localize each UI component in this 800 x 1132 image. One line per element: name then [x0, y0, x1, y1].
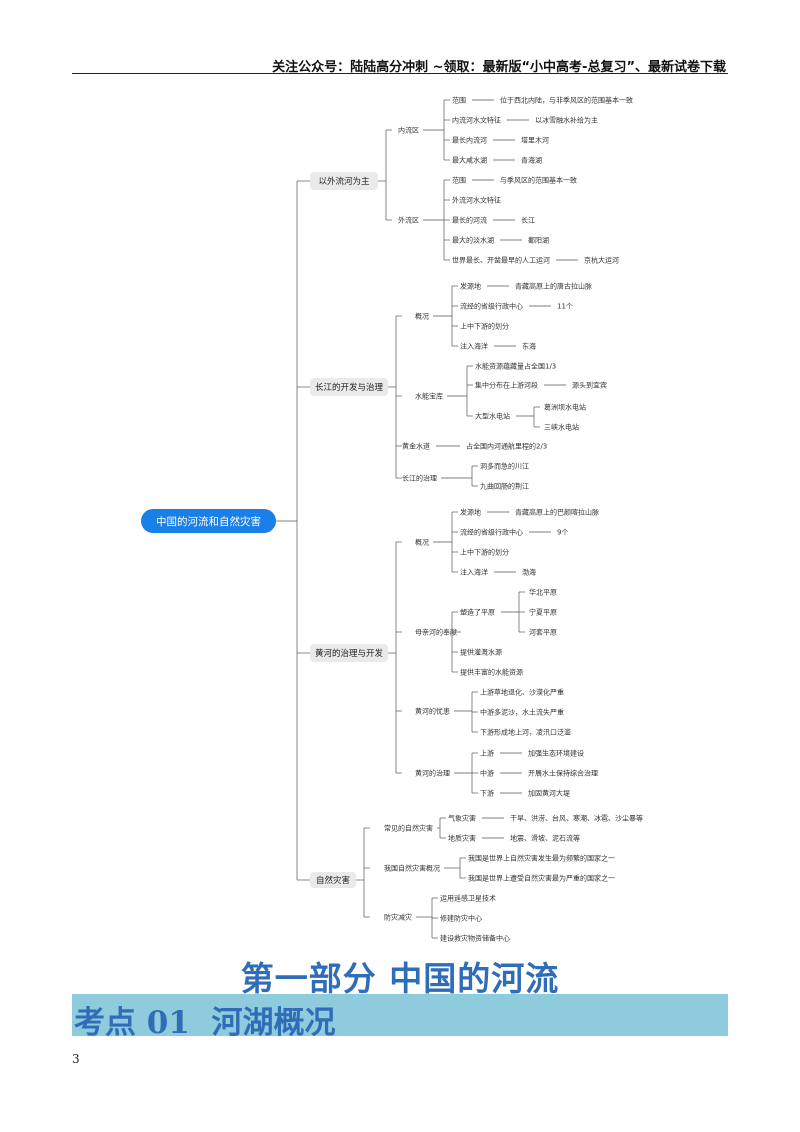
leaf-value: 青藏高原上的唐古拉山脉: [515, 282, 592, 291]
leaf-value: 青藏高原上的巴颜喀拉山脉: [515, 508, 599, 517]
leaf-value: 11个: [557, 303, 573, 311]
branch-node: 黄河的治理与开发: [310, 644, 388, 662]
leaf-label: 九曲回肠的荆江: [480, 482, 529, 491]
leaf-label: 提供丰富的水能资源: [460, 668, 523, 677]
subtopic-label: 长江的治理: [402, 474, 437, 483]
leaf-label: 我国是世界上自然灾害发生最为频繁的国家之一: [468, 854, 615, 863]
subtopic-label: 黄金水道: [402, 442, 430, 451]
mind-map: 中国的河流和自然灾害以外流河为主内流区范围位于西北内陆，与非季风区的范围基本一致…: [141, 96, 643, 943]
leaf-value: 东海: [522, 342, 536, 351]
branch-node: 以外流河为主: [310, 172, 378, 190]
leaf-label: 我国是世界上遭受自然灾害最为严重的国家之一: [468, 874, 615, 883]
branch-node-label: 自然灾害: [316, 875, 350, 886]
leaf-value: 加固黄河大堤: [528, 789, 570, 798]
leaf-label: 注入海洋: [460, 342, 488, 351]
page-number: 3: [72, 1052, 80, 1066]
leaf-label: 最长内流河: [452, 136, 487, 145]
subtopic-label: 概况: [415, 538, 429, 547]
leaf-label: 范围: [452, 176, 466, 185]
leaf-label: 中游: [480, 769, 494, 778]
leaf-label: 内流河水文特征: [452, 116, 501, 125]
leaf-label: 发源地: [460, 282, 481, 291]
leaf-label: 塑造了平原: [460, 608, 495, 617]
branch-node-bg: [310, 172, 378, 190]
subtopic-label: 我国自然灾害概况: [384, 864, 440, 873]
leaf-value: 地震、滑坡、泥石流等: [510, 834, 580, 843]
branch-node-label: 黄河的治理与开发: [315, 648, 384, 659]
header-rule: [72, 73, 728, 74]
leaf-label: 世界最长、开凿最早的人工运河: [452, 256, 550, 265]
mindmap-root: 中国的河流和自然灾害: [141, 509, 276, 533]
leaf-value: 加强生态环境建设: [528, 749, 584, 758]
leaf-value: 9个: [557, 529, 568, 537]
leaf-label: 最大咸水湖: [452, 156, 487, 165]
subtopic-value: 占全国内河通航里程的2/3: [466, 442, 547, 451]
leaf-label: 最大的淡水湖: [452, 236, 494, 245]
leaf-value: 干旱、洪涝、台风、寒潮、冰雹、沙尘暴等: [510, 814, 643, 823]
leaf-value: 位于西北内陆，与非季风区的范围基本一致: [500, 96, 633, 105]
leaf-value: 长江: [521, 216, 535, 225]
leaf-sub-value: 华北平原: [529, 588, 557, 597]
leaf-value: 以冰雪融水补给为主: [535, 116, 598, 125]
leaf-label: 洞多而急的川江: [480, 462, 529, 471]
branch-node-bg: [310, 378, 388, 396]
leaf-label: 下游形成地上河，凌汛口泛滥: [480, 728, 571, 737]
leaf-sub-value: 三峡水电站: [544, 423, 579, 432]
section-title: 第一部分 中国的河流: [240, 959, 560, 998]
leaf-label: 修建防灾中心: [440, 914, 482, 923]
subtopic-label: 母亲河的奉献: [415, 628, 457, 637]
root-node-label: 中国的河流和自然灾害: [156, 515, 261, 528]
page-header: 关注公众号：陆陆高分冲刺 ~领取：最新版“小中高考-总复习”、最新试卷下载: [272, 60, 726, 75]
leaf-value: 青海湖: [521, 156, 542, 165]
leaf-label: 上中下游的划分: [460, 548, 509, 557]
leaf-label: 提供灌溉水源: [460, 648, 502, 657]
subtopic-label: 常见的自然灾害: [384, 824, 433, 833]
leaf-label: 集中分布在上游河段: [475, 381, 538, 390]
branch-node-label: 以外流河为主: [318, 176, 370, 187]
leaf-label: 运用遥感卫星技术: [440, 894, 496, 903]
leaf-label: 外流河水文特征: [452, 196, 501, 205]
leaf-sub-value: 河套平原: [529, 628, 557, 637]
leaf-label: 发源地: [460, 508, 481, 517]
leaf-sub-value: 宁夏平原: [529, 608, 557, 617]
leaf-label: 上游: [480, 749, 494, 758]
leaf-value: 与季风区的范围基本一致: [500, 176, 577, 185]
subtopic-label: 防灾减灾: [384, 913, 412, 922]
leaf-label: 建设救灾物资储备中心: [440, 934, 510, 943]
leaf-value: 渤海: [522, 568, 536, 577]
subtopic-label: 水能宝库: [415, 392, 443, 401]
leaf-label: 大型水电站: [475, 412, 510, 421]
leaf-value: 源头到宜宾: [572, 381, 607, 390]
leaf-label: 上游草地退化、沙漠化严重: [480, 688, 564, 697]
subtopic-label: 概况: [415, 312, 429, 321]
subtopic-label: 黄河的忧患: [415, 707, 450, 716]
branch-node-label: 长江的开发与治理: [315, 382, 384, 393]
leaf-label: 下游: [480, 789, 494, 798]
branch-node: 自然灾害: [310, 872, 356, 888]
subtopic-label: 外流区: [398, 216, 419, 225]
leaf-label: 最长的河流: [452, 216, 487, 225]
leaf-label: 地质灾害: [448, 834, 476, 843]
leaf-label: 流经的省级行政中心: [460, 528, 523, 537]
branch-node: 长江的开发与治理: [310, 378, 388, 396]
branch-node-bg: [310, 644, 388, 662]
leaf-label: 范围: [452, 96, 466, 105]
subtopic-label: 内流区: [398, 126, 419, 135]
root-node-bg: [141, 509, 276, 533]
leaf-label: 流经的省级行政中心: [460, 302, 523, 311]
kaodian-banner: [72, 994, 728, 1036]
leaf-value: 鄱阳湖: [528, 236, 549, 245]
subtopic-label: 黄河的治理: [415, 769, 450, 778]
branch-node-bg: [310, 872, 356, 888]
leaf-value: 塔里木河: [521, 136, 549, 145]
leaf-value: 开展水土保持综合治理: [528, 769, 598, 778]
leaf-label: 上中下游的划分: [460, 322, 509, 331]
leaf-label: 气象灾害: [448, 814, 476, 823]
leaf-label: 水能资源蕴藏量占全国1/3: [475, 362, 556, 371]
leaf-sub-value: 葛洲坝水电站: [544, 403, 586, 412]
leaf-label: 中游多泥沙，水土流失严重: [480, 708, 564, 717]
leaf-label: 注入海洋: [460, 568, 488, 577]
kaodian-title: 考点 01 河湖概况: [74, 1005, 336, 1041]
leaf-value: 京杭大运河: [584, 256, 619, 265]
